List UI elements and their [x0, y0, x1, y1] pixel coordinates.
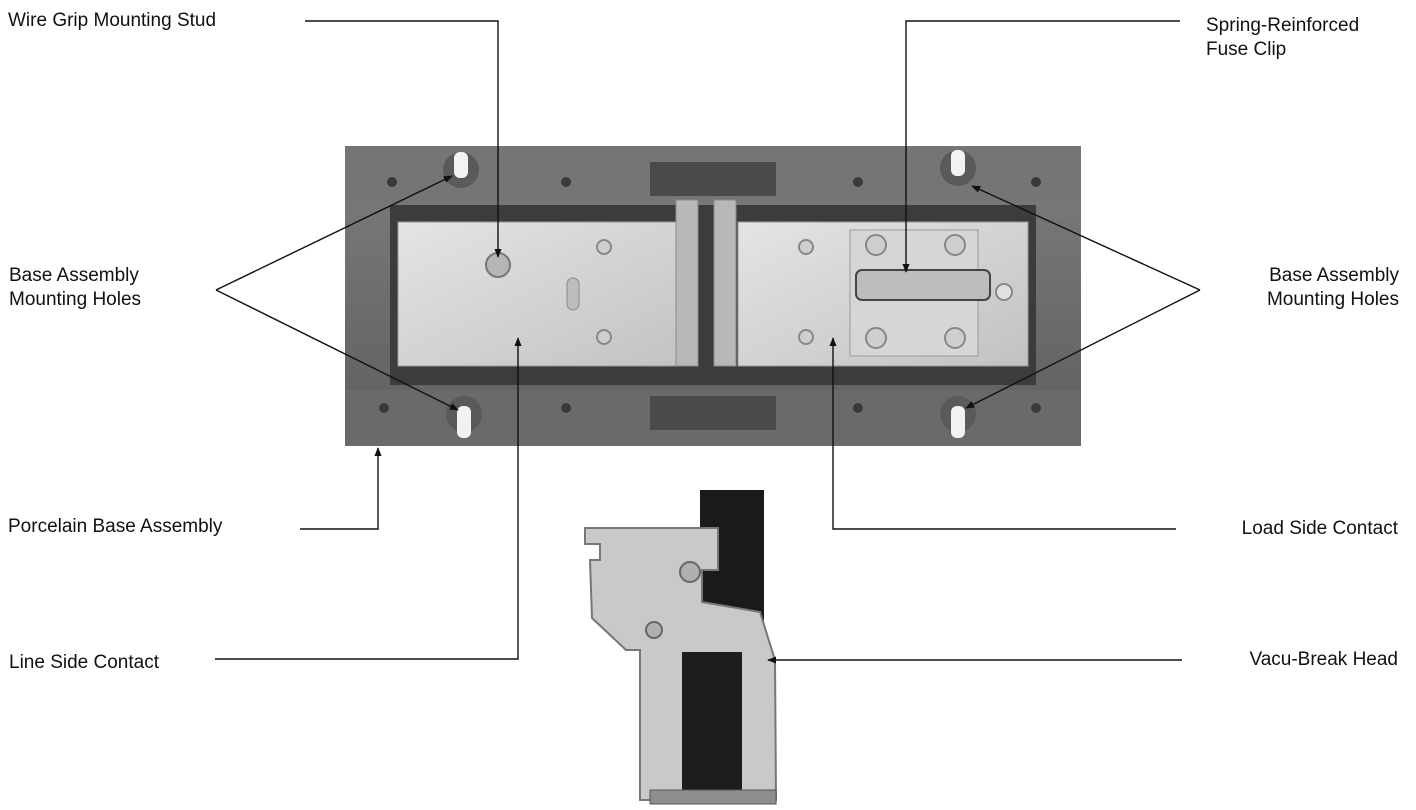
leader-wire-grip-stud	[305, 20, 502, 258]
load-side-contact	[713, 199, 1029, 367]
label-line: Base Assembly	[1269, 265, 1399, 286]
leader-base-holes-left-top	[215, 175, 453, 291]
label-porcelain-base-assembly: Porcelain Base Assembly	[8, 516, 223, 537]
mounting-hole-top-right	[940, 150, 976, 186]
label-base-assembly-mounting-holes-right: Base Assembly Mounting Holes	[1267, 264, 1399, 312]
base-dimple	[561, 403, 571, 413]
head-rivet	[645, 621, 663, 639]
contact-hinge	[713, 199, 737, 367]
leader-base-holes-right-bottom	[965, 289, 1201, 409]
label-line: Mounting Holes	[1266, 289, 1399, 310]
label-wire-grip-mounting-stud: Wire Grip Mounting Stud	[8, 10, 217, 31]
label-spring-reinforced-fuse-clip: Spring-Reinforced Fuse Clip	[1206, 14, 1359, 62]
spring-reinforced-fuse-clip	[849, 229, 1013, 357]
base-center-notch-top	[650, 162, 776, 196]
head-foot	[649, 789, 777, 805]
contact-rivet	[596, 329, 612, 345]
head-black-window	[682, 652, 742, 798]
contact-hinge	[675, 199, 699, 367]
contact-slot	[566, 277, 580, 311]
base-dimple	[387, 177, 397, 187]
leader-load-side-contact	[829, 337, 1176, 530]
base-dimple	[853, 177, 863, 187]
leader-line-side-contact	[215, 337, 522, 660]
label-line: Spring-Reinforced	[1206, 15, 1360, 36]
contact-rivet	[798, 239, 814, 255]
base-dimple	[1031, 403, 1041, 413]
base-dimple	[561, 177, 571, 187]
label-line: Base Assembly	[9, 265, 139, 286]
leader-base-holes-right-top	[971, 185, 1201, 291]
label-line-side-contact: Line Side Contact	[9, 652, 159, 673]
contact-rivet	[596, 239, 612, 255]
label-line: Fuse Clip	[1206, 39, 1287, 60]
vacu-break-head	[584, 490, 778, 805]
leader-lines	[215, 20, 1201, 664]
label-load-side-contact: Load Side Contact	[1241, 518, 1398, 539]
base-center-notch-bottom	[650, 396, 776, 430]
label-base-assembly-mounting-holes-left: Base Assembly Mounting Holes	[9, 264, 141, 312]
leader-spring-fuse-clip	[902, 20, 1180, 273]
line-side-contact	[397, 199, 699, 367]
base-dimple	[1031, 177, 1041, 187]
base-dimple	[853, 403, 863, 413]
contact-rivet	[798, 329, 814, 345]
head-rivet	[679, 561, 701, 583]
base-dimple	[379, 403, 389, 413]
label-line: Mounting Holes	[9, 289, 142, 310]
leader-base-holes-left-bottom	[215, 289, 459, 411]
leader-porcelain-base	[300, 447, 382, 530]
label-vacu-break-head: Vacu-Break Head	[1249, 649, 1398, 670]
mounting-hole-top-left	[443, 152, 479, 188]
